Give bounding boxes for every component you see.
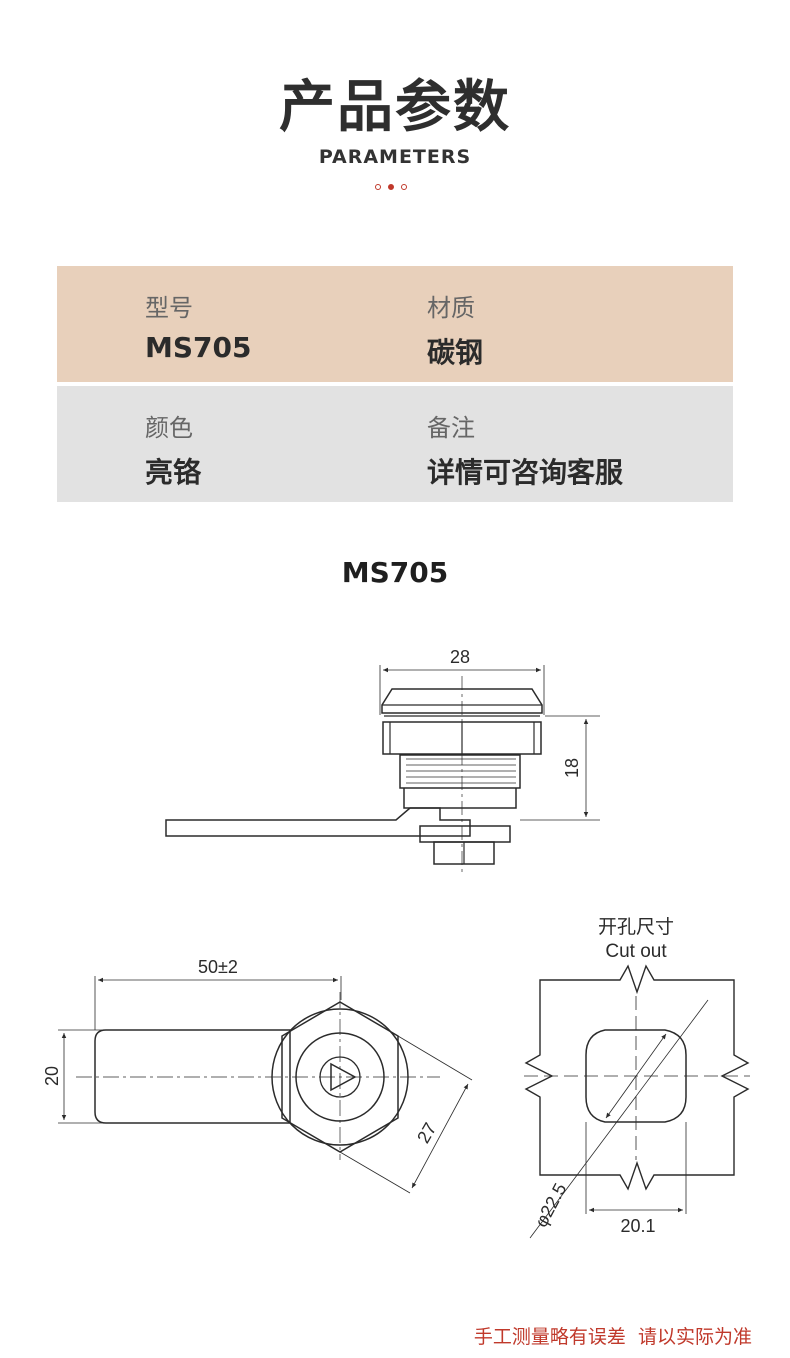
param-color-label: 颜色 (145, 414, 193, 442)
cutout-title-cn: 开孔尺寸 (598, 916, 674, 938)
drawing-model-title: MS705 (341, 556, 449, 589)
param-remark-label: 备注 (427, 414, 475, 442)
measurement-note: 手工测量略有误差 请以实际为准 (473, 1326, 752, 1348)
param-material-label: 材质 (427, 294, 475, 322)
dim-height-label: 18 (562, 758, 582, 778)
dot-icon (401, 184, 407, 190)
page-subtitle: PARAMETERS (318, 146, 472, 168)
param-color: 颜色 亮铬 (145, 408, 201, 491)
dot-icon (375, 184, 381, 190)
param-color-value: 亮铬 (145, 456, 202, 489)
params-row-1: 型号 MS705 材质 碳钢 (57, 266, 733, 382)
dot-icon (388, 184, 394, 190)
dim-lever-length-label: 50±2 (198, 957, 238, 977)
cutout-view: 开孔尺寸 Cut out φ22.5 20.1 (524, 916, 750, 1239)
dim-width-label: 28 (450, 647, 470, 667)
param-remark-value: 详情可咨询客服 (427, 456, 624, 489)
dim-cutout-flat-label: 20.1 (620, 1216, 655, 1236)
page-title: 产品参数 (279, 75, 511, 140)
title-dots-decoration (375, 184, 407, 190)
side-view: 28 18 (165, 647, 600, 872)
param-material: 材质 碳钢 (427, 288, 483, 371)
param-material-value: 碳钢 (427, 336, 484, 369)
param-model-value: MS705 (145, 331, 252, 364)
param-model-label: 型号 (145, 294, 193, 322)
param-model: 型号 MS705 (145, 288, 251, 364)
cutout-title-en: Cut out (605, 941, 667, 962)
dim-lever-width-label: 20 (42, 1066, 62, 1086)
param-remark: 备注 详情可咨询客服 (427, 408, 623, 491)
top-view: 50±2 20 27 (42, 957, 473, 1194)
params-row-2: 颜色 亮铬 备注 详情可咨询客服 (57, 386, 733, 502)
dim-cutout-diameter-label: φ22.5 (531, 1180, 571, 1231)
